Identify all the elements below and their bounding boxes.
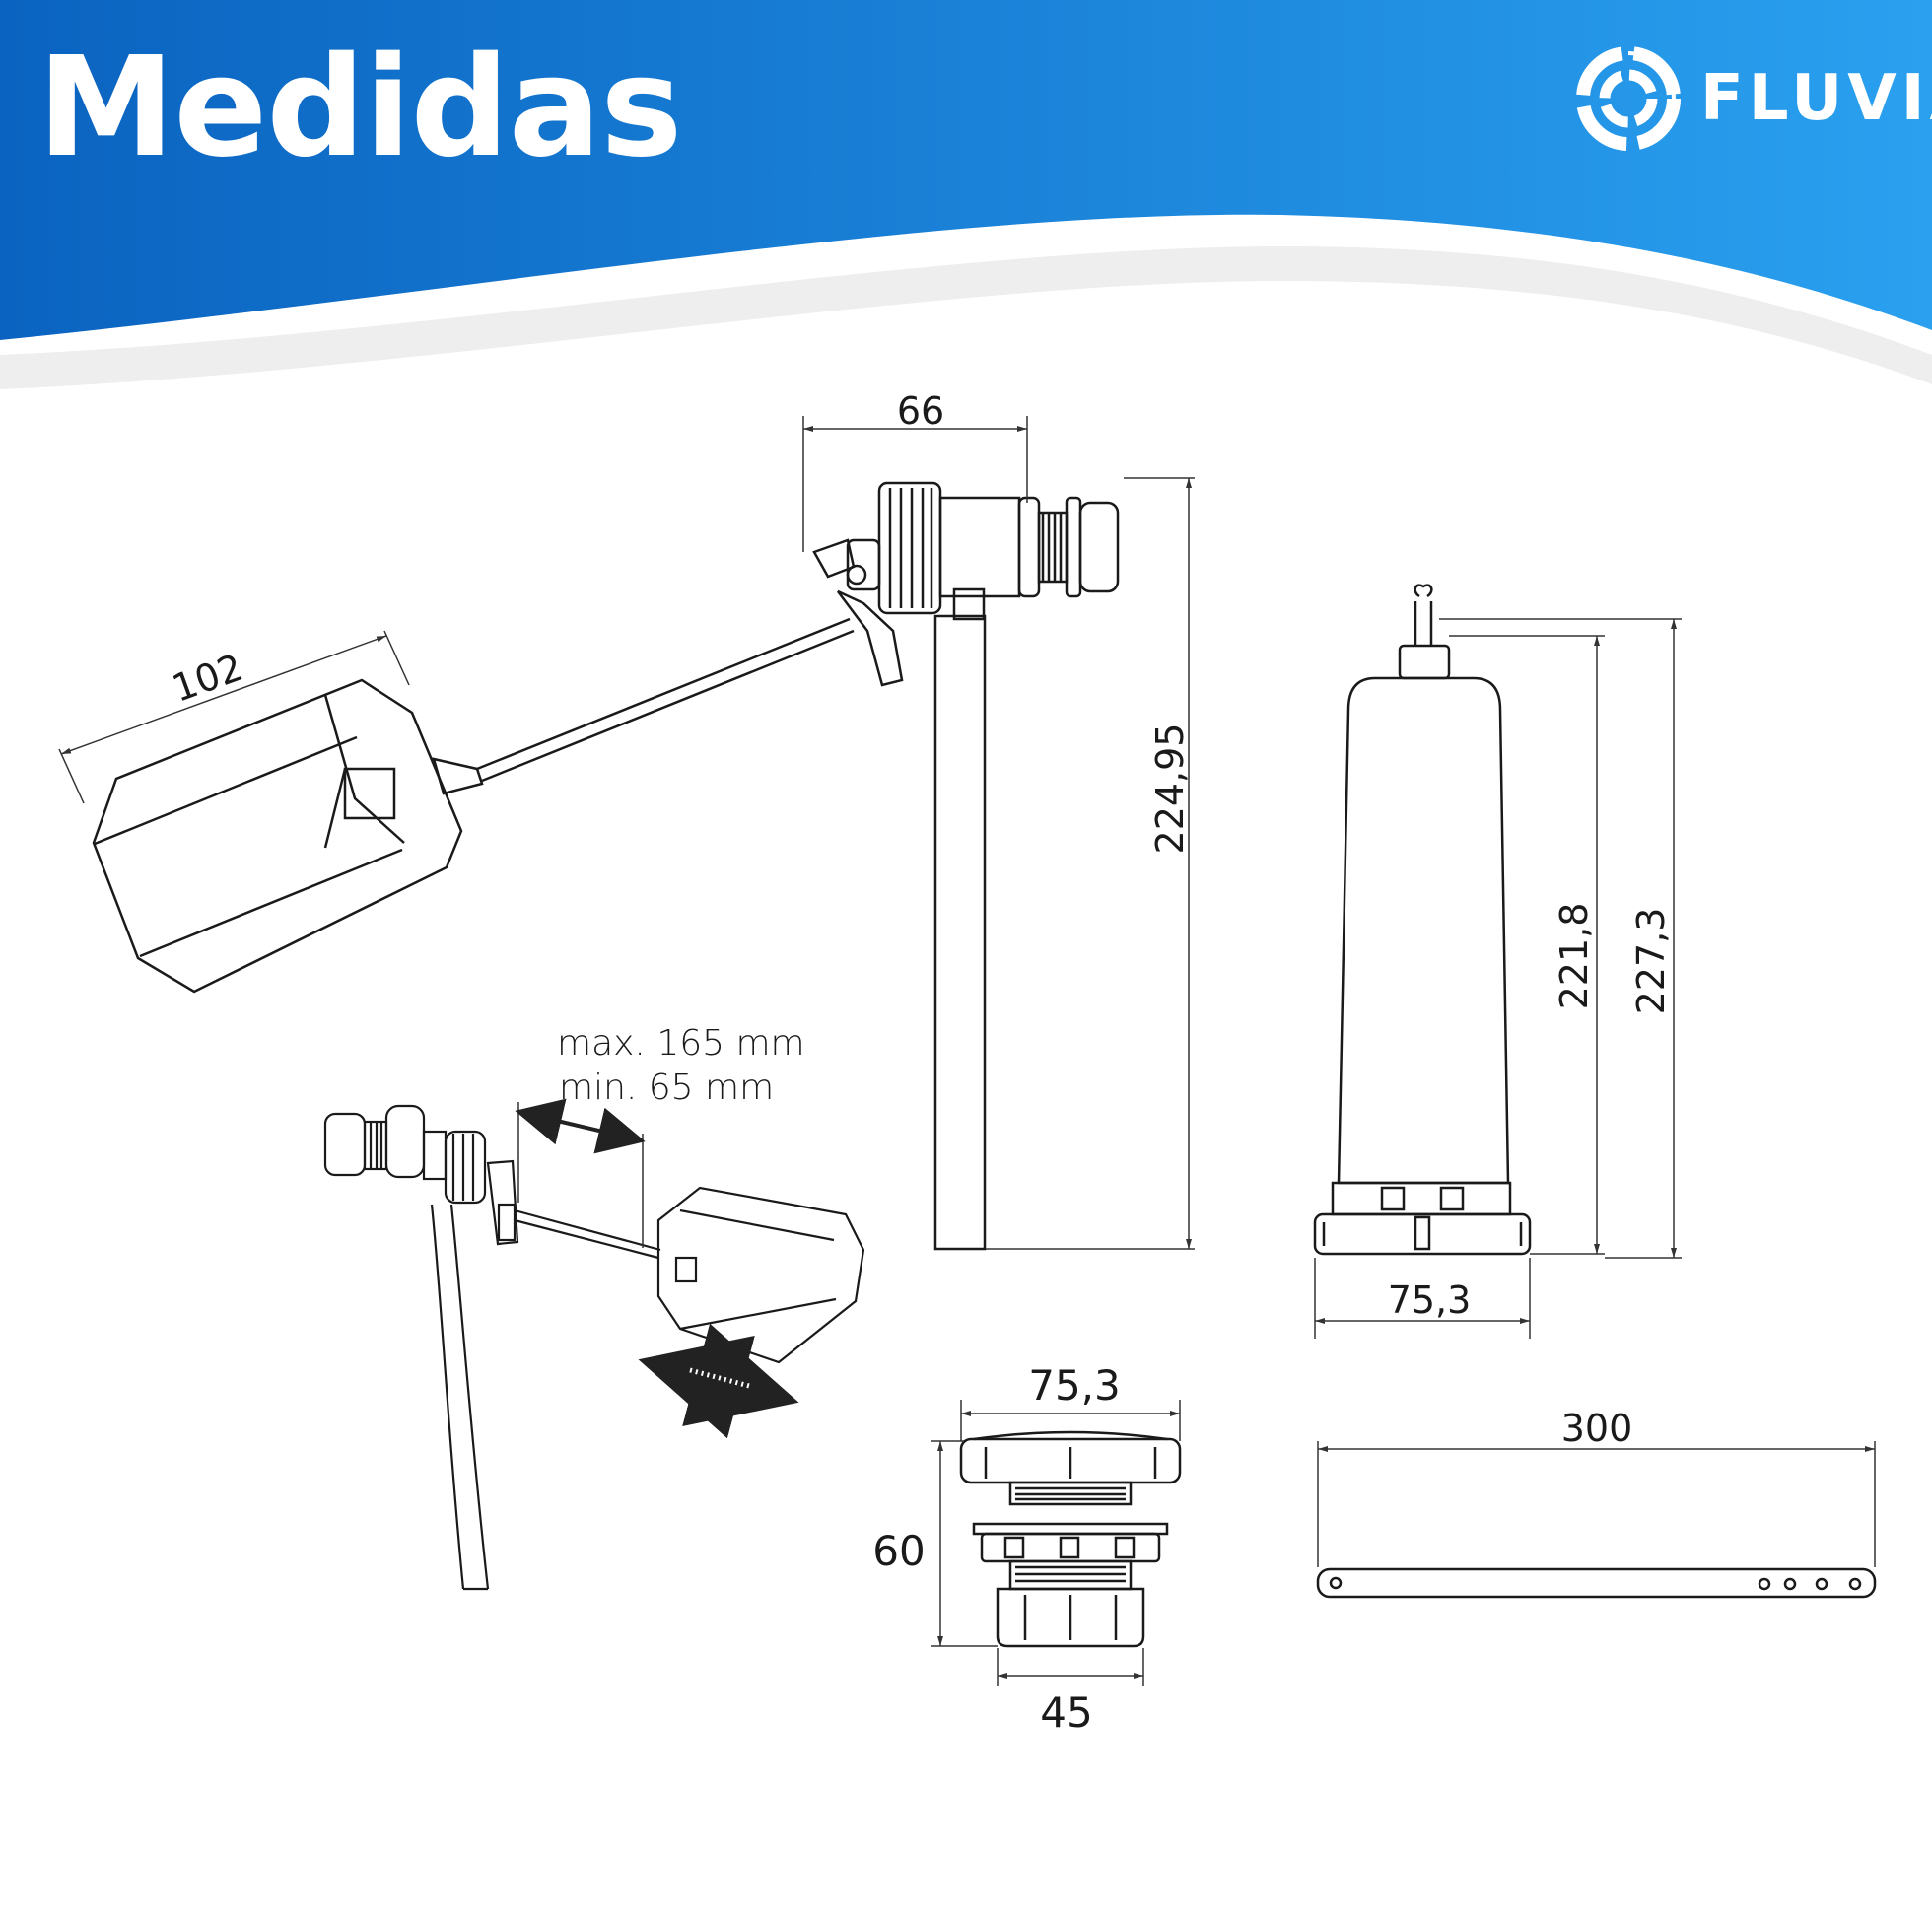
label-valve-height: 224,95 [1148,724,1192,855]
mounting-nut [959,1430,1182,1648]
label-float-width: 102 [167,646,248,711]
valve-stem [933,614,987,1251]
dim-valve-height [986,477,1195,1250]
dim-float-width [58,630,410,804]
label-adjust-min: min. 65 mm [559,1068,774,1108]
float-arm-small [514,1208,661,1260]
swirl-logo-icon [1576,46,1681,151]
float-cylinder [1313,584,1532,1256]
header-banner [0,0,1932,389]
dim-cylinder-width [1314,1258,1531,1339]
dim-nut-width [960,1400,1181,1441]
slide-direction-arrow [638,1323,799,1439]
valve-assembly [812,481,1120,687]
dim-valve-width [802,416,1028,552]
label-cylinder-width: 75,3 [1388,1278,1472,1322]
brand-name: FLUVIA [1700,62,1932,135]
dim-nut-base [997,1648,1144,1686]
page-title: Medidas [37,28,682,188]
brand-logo: FLUVIA [1567,37,1932,161]
label-nut-base: 45 [1040,1689,1092,1737]
dim-nut-height [932,1440,998,1647]
supply-tube-small [430,1204,490,1591]
label-cylinder-inner-height: 221,8 [1552,903,1596,1010]
float-box-small [656,1186,865,1364]
label-cylinder-outer-height: 227,3 [1629,908,1673,1015]
adjust-range-arrow [515,1098,646,1154]
label-rod-length: 300 [1561,1407,1633,1450]
float-arm-large [432,617,855,795]
dim-cylinder-inner-height [1449,635,1605,1255]
dim-rod-length [1317,1441,1876,1567]
label-valve-width: 66 [897,389,944,433]
label-nut-width: 75,3 [1028,1361,1121,1410]
float-box-large [92,678,463,994]
valve-assembly-small [323,1104,519,1246]
label-nut-height: 60 [872,1527,925,1575]
header-wave-shadow [0,246,1932,389]
float-rod [1316,1567,1877,1599]
header-wave [0,0,1932,340]
dim-cylinder-outer-height [1439,618,1682,1259]
label-adjust-max: max. 165 mm [557,1023,805,1064]
